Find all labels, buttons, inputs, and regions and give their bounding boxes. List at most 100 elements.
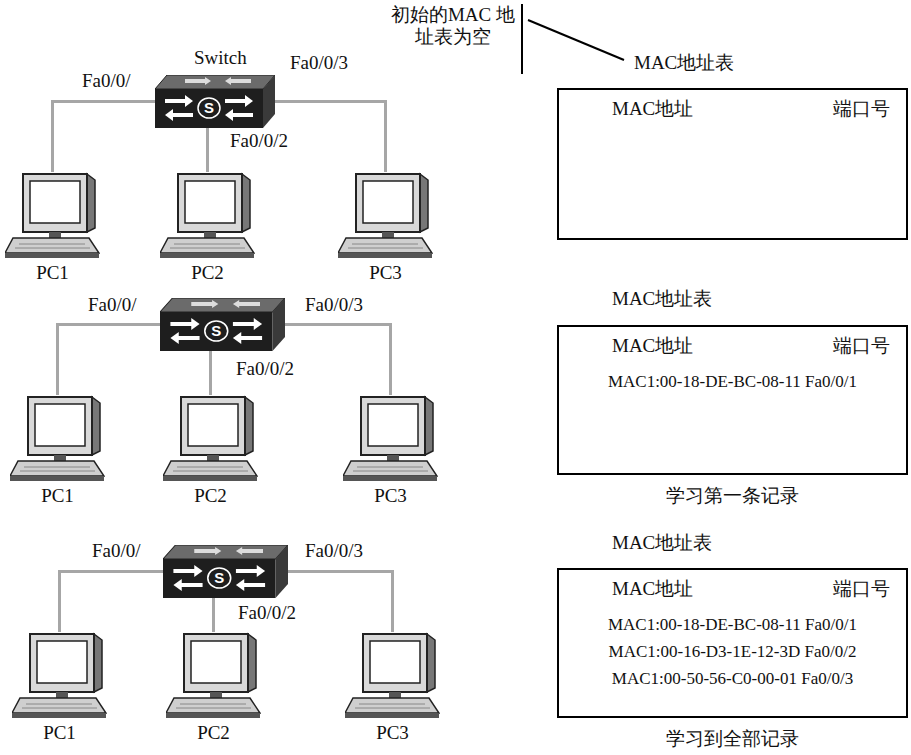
mac-table: MAC地址表MAC地址端口号 xyxy=(557,88,908,240)
keyboard-keys xyxy=(180,704,246,705)
switch-arrow xyxy=(236,565,265,577)
network-cable xyxy=(288,572,393,633)
callout-note: 初始的MAC 地址表为空 xyxy=(390,4,516,48)
leader-line xyxy=(521,4,523,74)
port-label: Fa0/0/2 xyxy=(236,358,294,380)
port-label: Fa0/0/2 xyxy=(238,602,296,624)
switch-side xyxy=(276,545,289,598)
keyboard-keys xyxy=(174,244,240,245)
pc: PC3 xyxy=(338,172,433,260)
monitor-screen xyxy=(35,404,85,446)
port-label: Fa0/0/ xyxy=(88,294,137,316)
mac-table: MAC地址表MAC地址端口号MAC1:00-18-DE-BC-08-11 Fa0… xyxy=(557,325,908,475)
column-header: MAC地址 xyxy=(612,578,693,600)
switch-logo-ring xyxy=(205,321,228,341)
column-header: MAC地址 xyxy=(612,335,693,357)
monitor-frame xyxy=(181,397,245,455)
switch-logo-ring xyxy=(198,98,220,118)
monitor-side xyxy=(245,397,253,455)
keyboard-keys xyxy=(353,471,428,472)
pc-icon xyxy=(160,172,255,260)
monitor-frame xyxy=(178,174,242,232)
switch-logo-ring xyxy=(208,568,231,588)
switch-arrow xyxy=(225,109,253,121)
pc-icon xyxy=(5,172,100,260)
switch-arrow xyxy=(194,547,221,555)
device-name: Switch xyxy=(194,47,247,69)
keyboard-keys xyxy=(20,471,95,472)
network-cable xyxy=(285,325,391,396)
monitor-frame xyxy=(363,634,427,692)
keyboard-keys xyxy=(26,704,92,705)
keyboard-keys xyxy=(348,248,423,249)
switch-arrow xyxy=(233,300,260,308)
monitor-screen xyxy=(363,181,413,223)
monitor-neck xyxy=(49,232,61,238)
keyboard xyxy=(338,238,432,253)
table-title: MAC地址表 xyxy=(634,52,734,74)
switch-front xyxy=(155,89,263,128)
keyboard-keys xyxy=(357,467,423,468)
switch-arrow xyxy=(225,95,253,107)
monitor-neck xyxy=(387,455,399,461)
keyboard-keys xyxy=(173,471,248,472)
monitor-side xyxy=(92,397,100,455)
switch-side xyxy=(273,298,286,351)
switch-arrow xyxy=(165,95,193,107)
keyboard-keys xyxy=(24,467,90,468)
pc: PC1 xyxy=(5,172,100,260)
monitor-side xyxy=(420,174,428,232)
table-row: MAC1:00-18-DE-BC-08-11 Fa0/0/1 xyxy=(608,614,857,636)
monitor-frame xyxy=(23,174,87,232)
switch-arrow xyxy=(233,318,262,330)
port-label: Fa0/0/3 xyxy=(305,294,363,316)
monitor-screen xyxy=(185,181,235,223)
monitor-neck xyxy=(210,692,222,698)
keyboard-keys xyxy=(15,248,90,249)
monitor-frame xyxy=(356,174,420,232)
monitor-side xyxy=(427,634,435,692)
monitor-neck xyxy=(54,455,66,461)
switch: SwitchS xyxy=(155,75,275,128)
switch-icon xyxy=(155,75,275,128)
pc: PC2 xyxy=(163,395,258,483)
pc: PC2 xyxy=(160,172,255,260)
switch-logo: S xyxy=(211,323,221,339)
keyboard-keys xyxy=(352,244,418,245)
keyboard-front xyxy=(343,476,437,481)
switch-front xyxy=(160,312,273,351)
monitor-screen xyxy=(370,641,420,683)
pc: PC1 xyxy=(10,395,105,483)
keyboard-front xyxy=(345,713,439,718)
keyboard-front xyxy=(10,476,104,481)
keyboard xyxy=(160,238,254,253)
port-label: Fa0/0/2 xyxy=(230,130,288,152)
monitor-screen xyxy=(188,404,238,446)
pc-label: PC3 xyxy=(376,722,409,744)
table-row: MAC1:00-16-D3-1E-12-3D Fa0/0/2 xyxy=(609,641,857,663)
pc-label: PC1 xyxy=(43,722,76,744)
monitor-neck xyxy=(56,692,68,698)
network-cable xyxy=(60,572,164,633)
switch-arrow xyxy=(233,332,262,344)
monitor-screen xyxy=(37,641,87,683)
monitor-neck xyxy=(382,232,394,238)
switch-arrow xyxy=(236,579,265,591)
mac-table: MAC地址表MAC地址端口号MAC1:00-18-DE-BC-08-11 Fa0… xyxy=(557,568,908,718)
pc-label: PC2 xyxy=(197,722,230,744)
switch-icon xyxy=(160,298,285,351)
pc-icon xyxy=(163,395,258,483)
pc: PC3 xyxy=(343,395,438,483)
monitor-frame xyxy=(28,397,92,455)
table-title: MAC地址表 xyxy=(612,288,712,310)
table-caption: 学习第一条记录 xyxy=(559,485,906,507)
keyboard xyxy=(166,698,260,713)
network-cable xyxy=(275,102,386,173)
pc: PC3 xyxy=(345,632,440,720)
keyboard xyxy=(345,698,439,713)
switch-arrow xyxy=(170,318,199,330)
keyboard xyxy=(343,461,437,476)
monitor-side xyxy=(242,174,250,232)
pc-label: PC3 xyxy=(374,485,407,507)
pc-label: PC3 xyxy=(369,262,402,284)
